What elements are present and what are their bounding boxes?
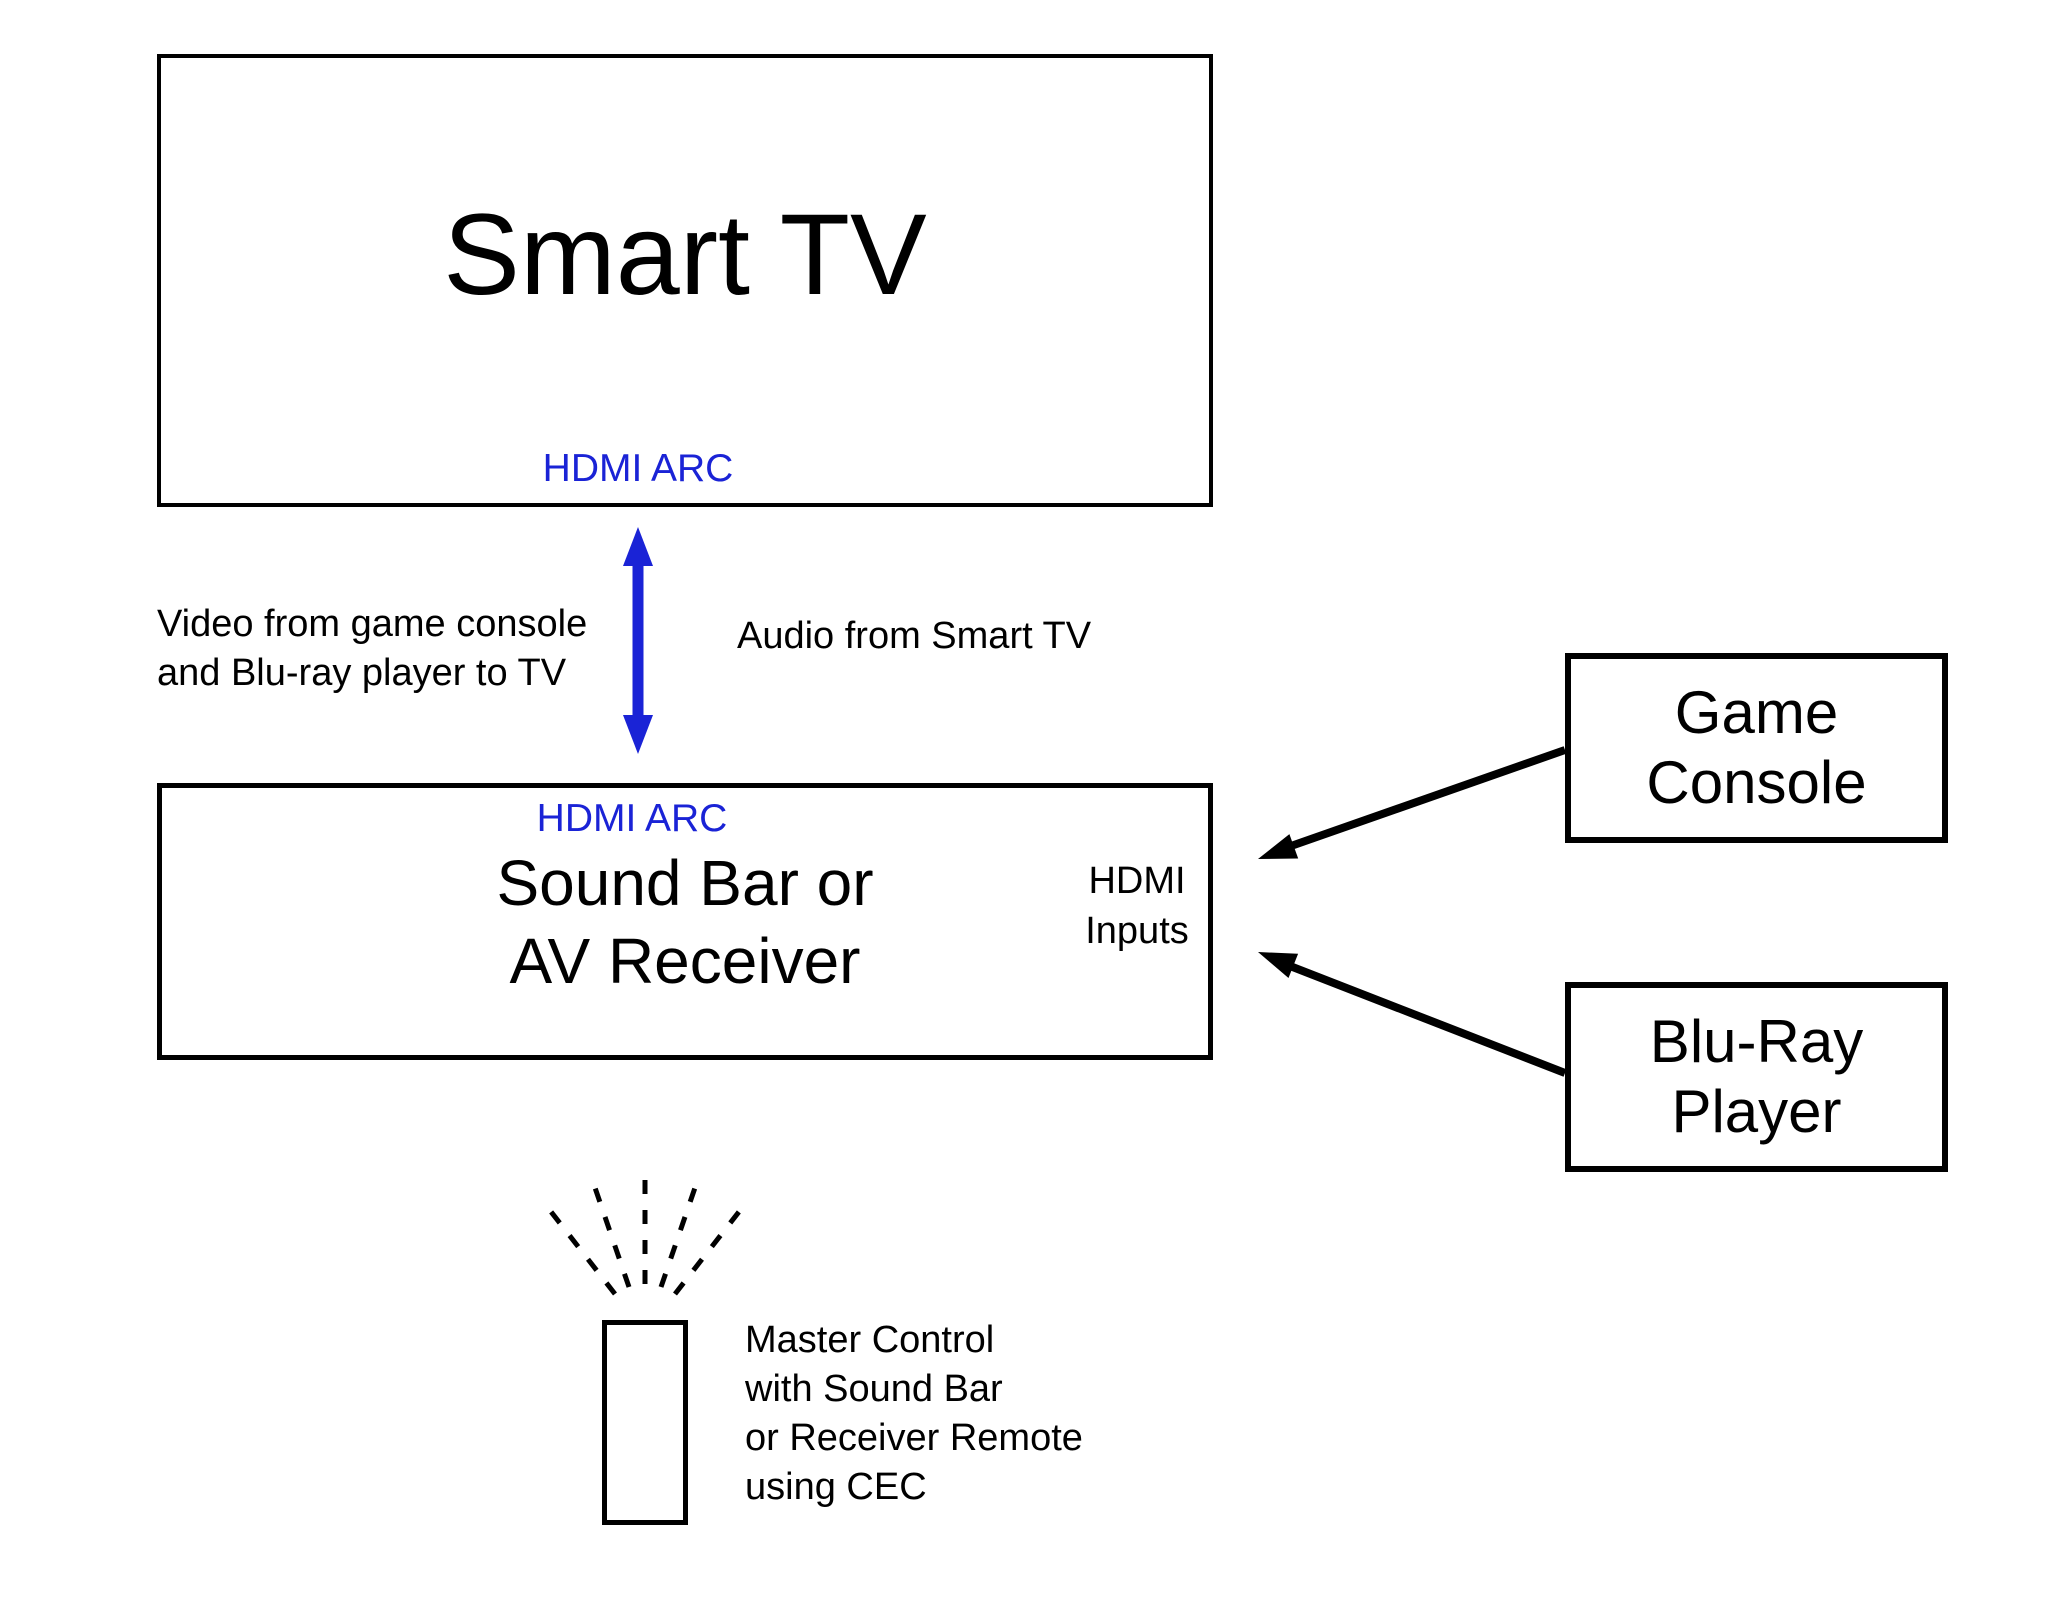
video-path-line2: and Blu-ray player to TV xyxy=(157,652,567,694)
master-control-line1: Master Control xyxy=(745,1319,995,1361)
master-control-line2: with Sound Bar xyxy=(745,1368,1003,1410)
hdmi-inputs-line1: HDMI xyxy=(1088,860,1186,902)
master-control-line4: using CEC xyxy=(745,1466,927,1508)
video-path-annotation: Video from game console and Blu-ray play… xyxy=(157,600,587,698)
ir-signal-rays-icon xyxy=(543,1170,747,1296)
game-console-hdmi-arrow-icon xyxy=(1258,746,1567,859)
sound-bar-box: HDMI ARC Sound Bar or AV Receiver HDMI I… xyxy=(157,783,1213,1060)
sound-bar-label-line2: AV Receiver xyxy=(509,924,861,997)
blu-ray-player-box: Blu-Ray Player xyxy=(1565,982,1948,1172)
smart-tv-box: Smart TV HDMI ARC xyxy=(157,54,1213,507)
game-console-box: Game Console xyxy=(1565,653,1948,843)
smart-tv-label: Smart TV xyxy=(443,190,927,319)
hdmi-inputs-line2: Inputs xyxy=(1085,910,1189,952)
audio-path-annotation: Audio from Smart TV xyxy=(737,615,1092,657)
master-control-annotation: Master Control with Sound Bar or Receive… xyxy=(745,1316,1083,1512)
game-console-label-line1: Game xyxy=(1674,679,1839,746)
hdmi-arc-cable-arrow-icon xyxy=(623,527,653,754)
blu-ray-hdmi-arrow-icon xyxy=(1258,952,1567,1077)
sound-bar-label-line1: Sound Bar or xyxy=(496,846,874,919)
game-console-label-line2: Console xyxy=(1646,749,1867,816)
hdmi-inputs-label: HDMI Inputs xyxy=(1057,856,1217,956)
master-control-line3: or Receiver Remote xyxy=(745,1417,1083,1459)
video-path-line1: Video from game console xyxy=(157,603,588,645)
smart-tv-hdmi-arc-port-label: HDMI ARC xyxy=(542,447,734,490)
sound-bar-hdmi-arc-port-label: HDMI ARC xyxy=(536,797,728,840)
remote-control-icon xyxy=(602,1320,688,1525)
blu-ray-label-line1: Blu-Ray xyxy=(1649,1008,1864,1075)
blu-ray-label-line2: Player xyxy=(1671,1078,1842,1145)
